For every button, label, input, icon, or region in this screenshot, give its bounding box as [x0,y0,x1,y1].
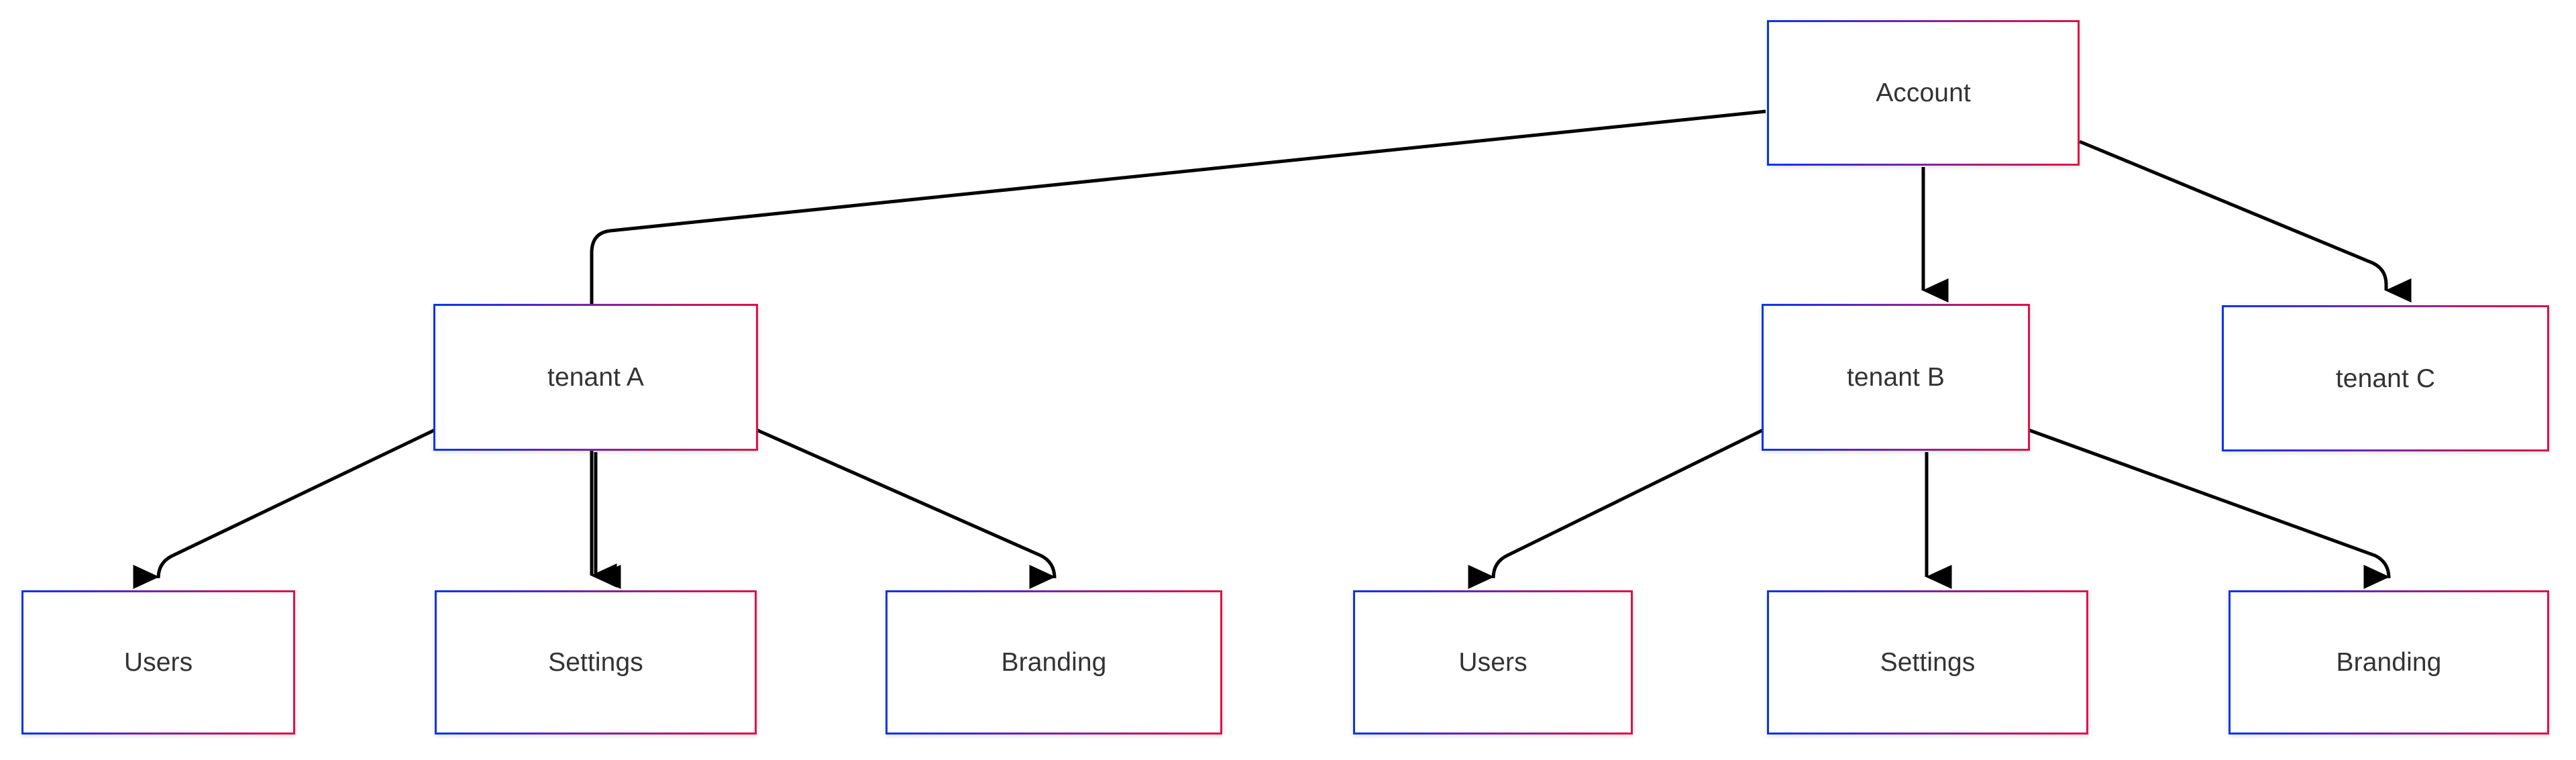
node-tenant-a-settings[interactable]: Settings [435,590,757,735]
edge-account-tenant-c [2079,140,2412,303]
node-tenant-a-branding[interactable]: Branding [885,590,1222,735]
node-tenant-a[interactable]: tenant A [433,304,758,451]
node-tenant-a-users[interactable]: Users [21,590,295,735]
node-tenant-a-branding-label: Branding [1001,648,1107,677]
node-tenant-b-settings[interactable]: Settings [1767,590,2088,735]
node-tenant-b-settings-label: Settings [1880,648,1976,677]
edge-tenant-a-branding [755,428,1057,589]
node-tenant-b[interactable]: tenant B [1762,304,2030,451]
node-tenant-c[interactable]: tenant C [2222,305,2549,451]
edge-account-tenant-a [590,109,1766,588]
node-tenant-a-settings-label: Settings [548,648,643,677]
node-tenant-b-users[interactable]: Users [1353,590,1633,735]
node-tenant-b-branding-label: Branding [2336,648,2442,677]
node-account[interactable]: Account [1767,20,2080,166]
node-tenant-a-users-label: Users [123,648,193,677]
node-tenant-b-branding[interactable]: Branding [2229,590,2549,735]
node-tenant-a-label: tenant A [547,363,644,392]
node-account-label: Account [1876,78,1971,107]
node-tenant-c-label: tenant C [2335,364,2436,393]
node-tenant-b-label: tenant B [1846,363,1945,392]
node-tenant-b-users-label: Users [1458,648,1527,677]
edge-tenant-a-users [133,428,436,589]
edge-tenant-b-users [1468,428,1764,589]
edge-tenant-b-branding [2028,428,2391,589]
